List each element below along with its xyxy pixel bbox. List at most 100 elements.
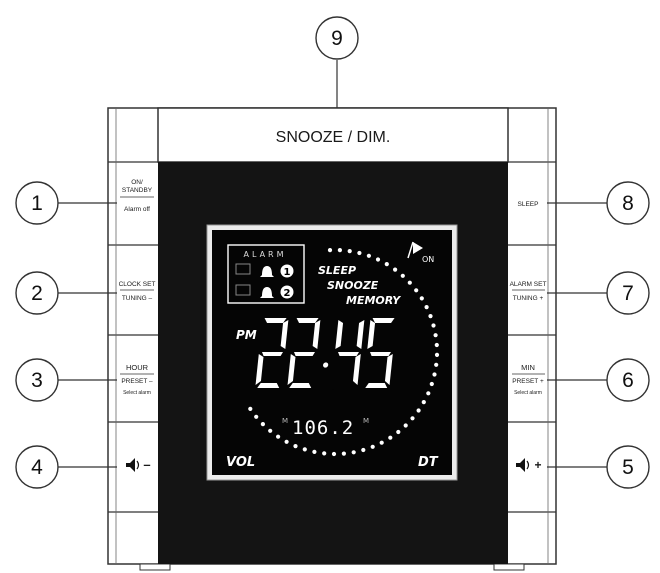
seconds-dot-ring [248,248,440,457]
seconds-dot [400,273,405,278]
svg-text:CLOCK SET: CLOCK SET [119,281,156,288]
svg-text:8: 8 [622,192,634,215]
seconds-dot [248,406,253,411]
volume-down-button[interactable]: – [117,423,157,511]
seconds-dot [429,381,434,387]
callout-3: 3 [15,358,59,402]
clock-set-button[interactable]: CLOCK SET TUNING – [117,246,157,334]
svg-text:4: 4 [31,456,43,479]
volume-up-button[interactable]: + [509,423,547,511]
svg-text:Select alarm: Select alarm [123,390,151,396]
seconds-dot [370,444,375,449]
on-standby-button[interactable]: ON/ STANDBY Alarm off [117,163,157,244]
seconds-dot [341,451,346,456]
hour-button[interactable]: HOUR PRESET – Select alarm [117,336,157,421]
time-digits [255,318,395,388]
callout-7: 7 [606,271,650,315]
svg-text:3: 3 [31,369,43,392]
memory-indicator: MEMORY [346,294,401,307]
seconds-dot [347,249,352,254]
callout-8: 8 [606,181,650,225]
callout-1: 1 [15,181,59,225]
svg-text:TUNING –: TUNING – [122,295,153,302]
svg-text:SLEEP: SLEEP [518,201,539,208]
seconds-dot [434,352,440,357]
freq-suffix: M [363,417,369,425]
alarm2-badge [280,285,294,299]
seconds-dot [388,435,393,440]
seconds-dot [337,248,342,253]
svg-text:1: 1 [284,267,291,278]
speaker-icon [516,458,525,472]
svg-text:TUNING +: TUNING + [513,295,544,302]
dt-indicator: DT [418,455,439,470]
on-flag-icon [413,242,423,254]
callout-9: 9 [315,16,359,60]
seconds-dot [403,423,408,428]
alarm-header: ALARM [243,250,286,259]
seconds-dot [384,262,389,267]
svg-text:PRESET –: PRESET – [121,378,153,385]
svg-text:1: 1 [31,192,43,215]
svg-text:+: + [534,458,541,472]
seconds-dot [393,267,398,272]
seconds-dot [375,257,381,262]
alarm2-bell-icon [260,287,274,298]
seconds-dot [379,440,384,445]
svg-text:ALARM SET: ALARM SET [510,281,547,288]
snooze-dim-button[interactable]: SNOOZE / DIM. [157,107,509,163]
seconds-dot [426,391,431,396]
seconds-dot [351,450,356,455]
svg-text:2: 2 [31,282,43,305]
callout-4: 4 [15,445,59,489]
svg-text:Select alarm: Select alarm [514,390,542,396]
svg-text:STANDBY: STANDBY [122,187,153,194]
on-indicator: ON [422,255,434,264]
alarm1-source-icon [235,263,251,275]
alarm1-badge [280,264,294,278]
svg-text:ON/: ON/ [131,179,143,186]
pm-indicator: PM [236,328,257,342]
svg-text:MIN: MIN [521,363,535,372]
svg-text:Alarm off: Alarm off [124,206,150,213]
callout-leaders [55,60,610,468]
svg-text:PRESET +: PRESET + [512,378,544,385]
seconds-dot [312,449,317,454]
speaker-icon [126,458,135,472]
seconds-dot [254,414,259,419]
svg-text:–: – [143,457,150,472]
seconds-dot [432,372,437,377]
time-text: 22:45 [332,389,335,391]
seconds-dot [396,429,401,435]
seconds-dot [416,408,421,413]
frequency-readout: 106.2 [292,417,354,439]
svg-text:HOUR: HOUR [126,363,149,372]
seconds-dot [302,447,307,452]
sleep-button[interactable]: SLEEP [509,163,547,244]
seconds-dot [433,333,438,338]
seconds-dot [327,248,333,253]
alarm-indicator-box [227,244,305,304]
alarm2-source-icon [235,284,251,296]
svg-text:9: 9 [331,27,343,50]
seconds-dot [421,400,426,405]
sleep-indicator: SLEEP [318,264,356,277]
seconds-dot [419,296,424,301]
seconds-dot [322,451,327,456]
seconds-dot [424,305,429,310]
callout-2: 2 [15,271,59,315]
seconds-dot [366,253,371,258]
seconds-dot [428,314,433,319]
freq-prefix: M [282,417,288,425]
alarm-set-button[interactable]: ALARM SET TUNING + [509,246,547,334]
seconds-dot [284,439,289,444]
seconds-dot [410,416,415,421]
snooze-indicator: SNOOZE [327,279,379,292]
min-button[interactable]: MIN PRESET + Select alarm [509,336,547,421]
svg-text:2: 2 [284,288,291,299]
seconds-dot [434,362,439,367]
seconds-dot [268,428,273,433]
snooze-dim-label: SNOOZE / DIM. [276,129,391,146]
callout-5: 5 [606,445,650,489]
